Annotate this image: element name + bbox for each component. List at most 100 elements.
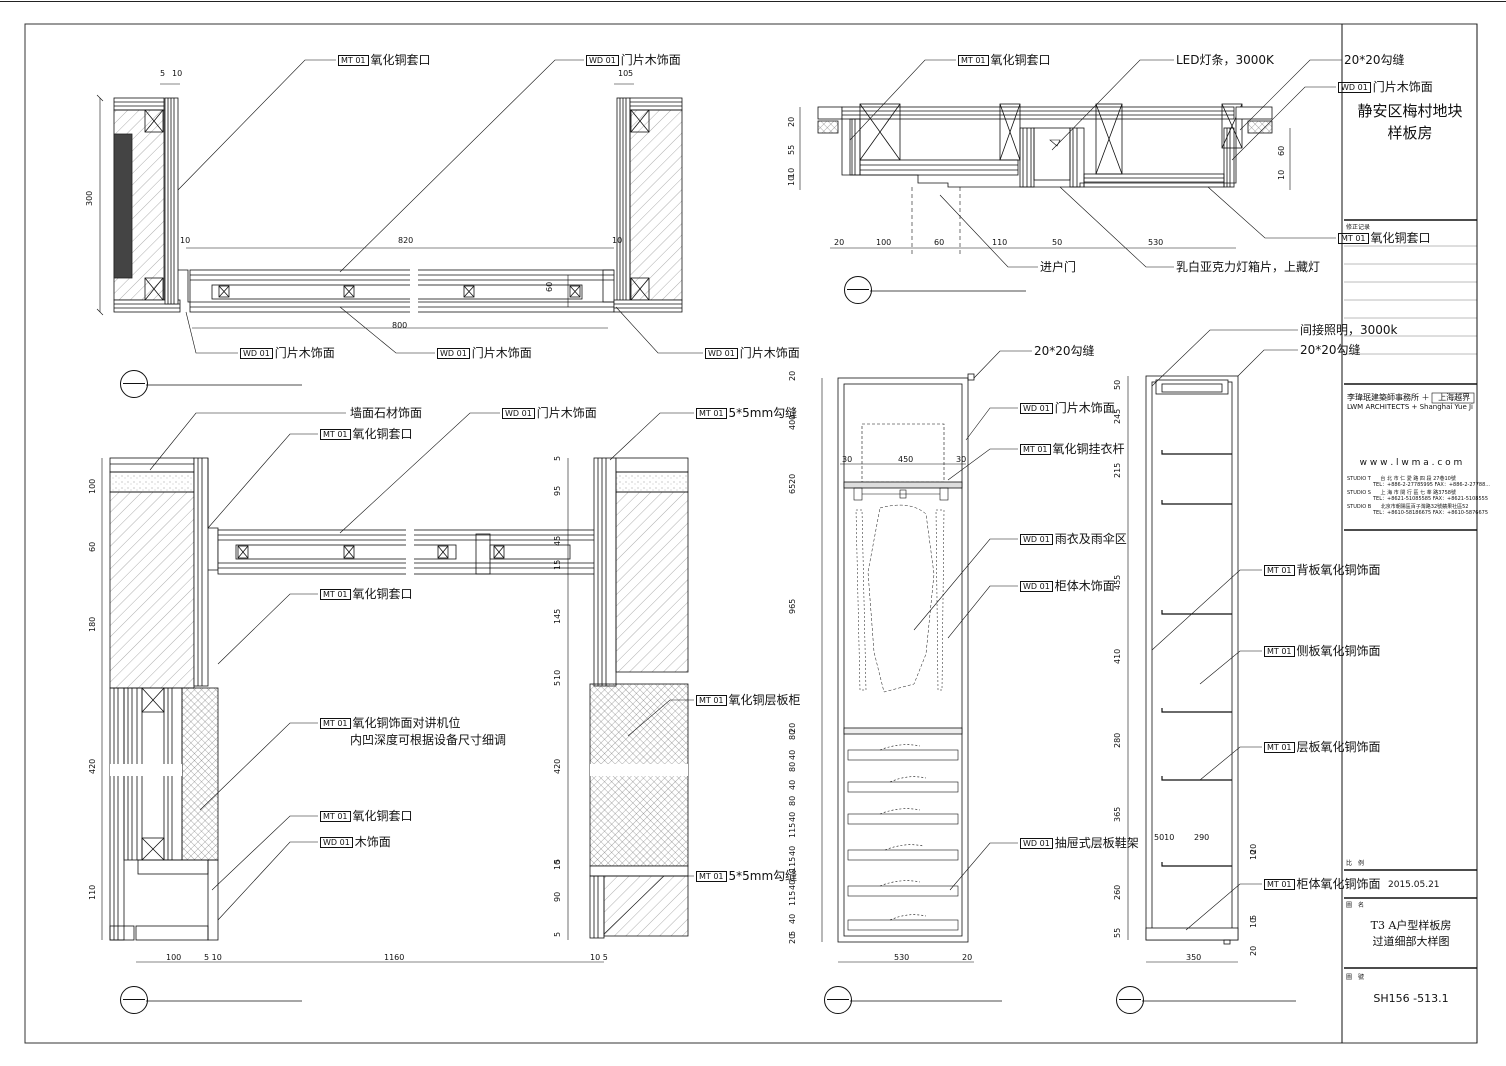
drawing-name-line-2: 过道细部大样图	[1372, 935, 1450, 948]
dimension-text: 5	[553, 681, 562, 686]
material-code-tag: WD 01	[1338, 82, 1371, 93]
leader-line	[1051, 59, 1174, 151]
detail-bubble-1	[120, 370, 148, 398]
dimension-text: 10	[553, 670, 562, 680]
dimension-text: 215	[1113, 463, 1122, 478]
detail-2-drawing	[109, 457, 689, 941]
office-address: 台 北 市 仁 愛 路 四 段 27巷10號	[1380, 476, 1456, 482]
dimension-text: 5	[553, 932, 562, 937]
dimension-text: 300	[85, 191, 94, 206]
website: w w w . l w m a . c o m	[1359, 458, 1463, 468]
material-label-text: 氧化铜饰面对讲机位	[352, 716, 461, 730]
leader-line	[949, 842, 1018, 891]
dimension-text: 280	[1113, 733, 1122, 748]
leader-line	[947, 585, 1018, 639]
dimension-text: 10	[172, 69, 182, 78]
dimension-text: 455	[1113, 575, 1122, 590]
drawing-name: T3 A户型样板房 过道细部大样图	[1344, 918, 1478, 950]
detail-4-dims	[1127, 376, 1238, 963]
dimension-text: 5	[553, 456, 562, 461]
material-code-tag: WD 01	[586, 55, 619, 66]
office-shanghai: STUDIO S 上 海 市 閔 行 區 七 莘 路3758號 TEL：+862…	[1347, 490, 1488, 502]
dimension-text: 45	[553, 536, 562, 546]
dimension-text: 20	[1249, 844, 1258, 854]
material-label: 进户门	[1040, 260, 1076, 274]
dimension-text: 20	[834, 238, 844, 247]
leader-line	[609, 412, 694, 461]
material-label-text: 层板氧化铜饰面	[1296, 740, 1381, 754]
material-code-tag: MT 01	[1338, 233, 1369, 244]
leader-line	[339, 412, 500, 534]
material-label-text: 柜体木饰面	[1054, 579, 1115, 593]
dimension-text: 20	[787, 117, 796, 127]
material-code-tag: WD 01	[437, 348, 470, 359]
material-code-tag: MT 01	[320, 429, 351, 440]
material-code-tag: MT 01	[338, 55, 369, 66]
dimension-text: 5	[1249, 915, 1258, 920]
office-phone: TEL：+886-2-27785995 FAX：+886-2-27788...	[1373, 482, 1491, 488]
dimension-text: 10 5	[590, 953, 608, 962]
material-label-text: 氧化铜套口	[352, 427, 413, 441]
detail-1-dims	[96, 83, 634, 329]
detail-2-dims	[101, 458, 604, 963]
leader-line	[199, 722, 318, 811]
dimension-text: 10	[553, 860, 562, 870]
dimension-text: 60	[88, 542, 97, 552]
material-label-text: 氧化铜层板柜	[728, 693, 801, 707]
dimension-text: 410	[1113, 649, 1122, 664]
material-label: LED灯条，3000K	[1176, 53, 1274, 67]
dimension-text: 60	[1277, 146, 1286, 156]
leader-line	[973, 350, 1032, 379]
material-code-tag: MT 01	[958, 55, 989, 66]
material-label: 20*20勾缝	[1300, 343, 1361, 357]
dimension-text: 180	[88, 617, 97, 632]
dimension-text: 20	[962, 953, 972, 962]
firm-cn-text: 李瑋珉建築師事務所 ＋	[1347, 393, 1430, 402]
material-label-text: 门片木饰面	[536, 406, 597, 420]
office-code: STUDIO S	[1347, 490, 1371, 496]
dimension-text: 20	[788, 934, 797, 944]
dimension-text: 95	[553, 486, 562, 496]
material-code-tag: MT 01	[320, 589, 351, 600]
dimension-text: 55	[787, 145, 796, 155]
dimension-text: 10	[787, 168, 796, 178]
drawing-name-label: 圖 名	[1346, 902, 1365, 909]
leader-line	[1237, 349, 1298, 377]
office-phone: TEL：+8621-51085585 FAX：+8621-5108555	[1373, 496, 1489, 502]
material-label-text: 柜体氧化铜饰面	[1296, 877, 1381, 891]
leader-lines	[146, 59, 1342, 1002]
dimension-text: 100	[166, 953, 181, 962]
dimension-text: 20	[1249, 946, 1258, 956]
material-label-text: 乳白亚克力灯箱片，上藏灯	[1176, 260, 1321, 274]
dimension-text: 245	[1113, 409, 1122, 424]
dimension-text: 20	[788, 474, 797, 484]
dimension-text: 5 10	[204, 953, 222, 962]
dimension-text: 40	[788, 880, 797, 890]
material-label-text: 氧化铜套口	[1370, 231, 1431, 245]
project-name-line-2: 样板房	[1387, 124, 1433, 142]
office-taipei: STUDIO T 台 北 市 仁 愛 路 四 段 27巷10號 TEL：+886…	[1347, 476, 1490, 488]
dimension-text: 965	[788, 599, 797, 614]
dimension-text: 15	[553, 560, 562, 570]
dimension-text: 80	[788, 730, 797, 740]
firm-name-en: LWM ARCHITECTS + Shanghai Yue Ji	[1347, 403, 1473, 411]
detail-3-drawing	[837, 373, 975, 943]
leader-line	[217, 593, 318, 665]
dimension-text: 65	[788, 484, 797, 494]
leader-line	[939, 194, 1038, 268]
leader-line	[849, 59, 956, 141]
office-phone: TEL：+8610-58186675 FAX：+8610-5876675	[1373, 510, 1489, 516]
firm-box-text: 上海越界	[1438, 393, 1471, 402]
detail-bubble-5	[844, 276, 872, 304]
